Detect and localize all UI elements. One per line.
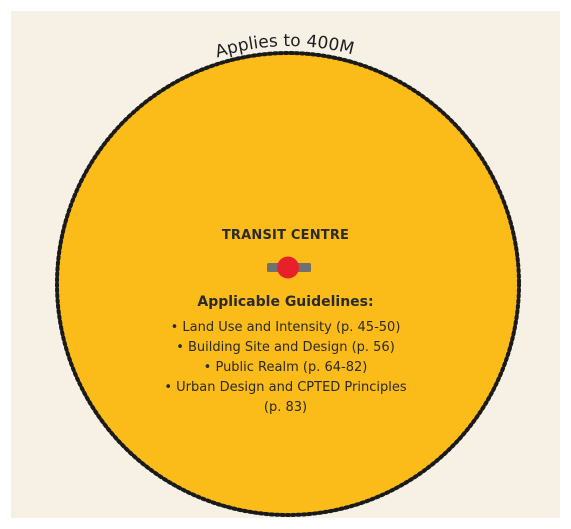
guideline-item: • Land Use and Intensity (p. 45-50) — [170, 320, 401, 335]
guidelines-heading: Applicable Guidelines: — [197, 294, 374, 310]
guideline-item: • Urban Design and CPTED Principles — [164, 380, 407, 395]
guideline-item: • Public Realm (p. 64-82) — [203, 360, 368, 375]
guidelines-list: • Land Use and Intensity (p. 45-50) • Bu… — [0, 318, 571, 418]
transit-centre-title: TRANSIT CENTRE — [221, 228, 350, 243]
transit-station-icon — [267, 256, 311, 279]
catchment-circle — [55, 51, 521, 517]
guideline-item: (p. 83) — [263, 400, 308, 415]
guideline-item: • Building Site and Design (p. 56) — [176, 340, 395, 355]
